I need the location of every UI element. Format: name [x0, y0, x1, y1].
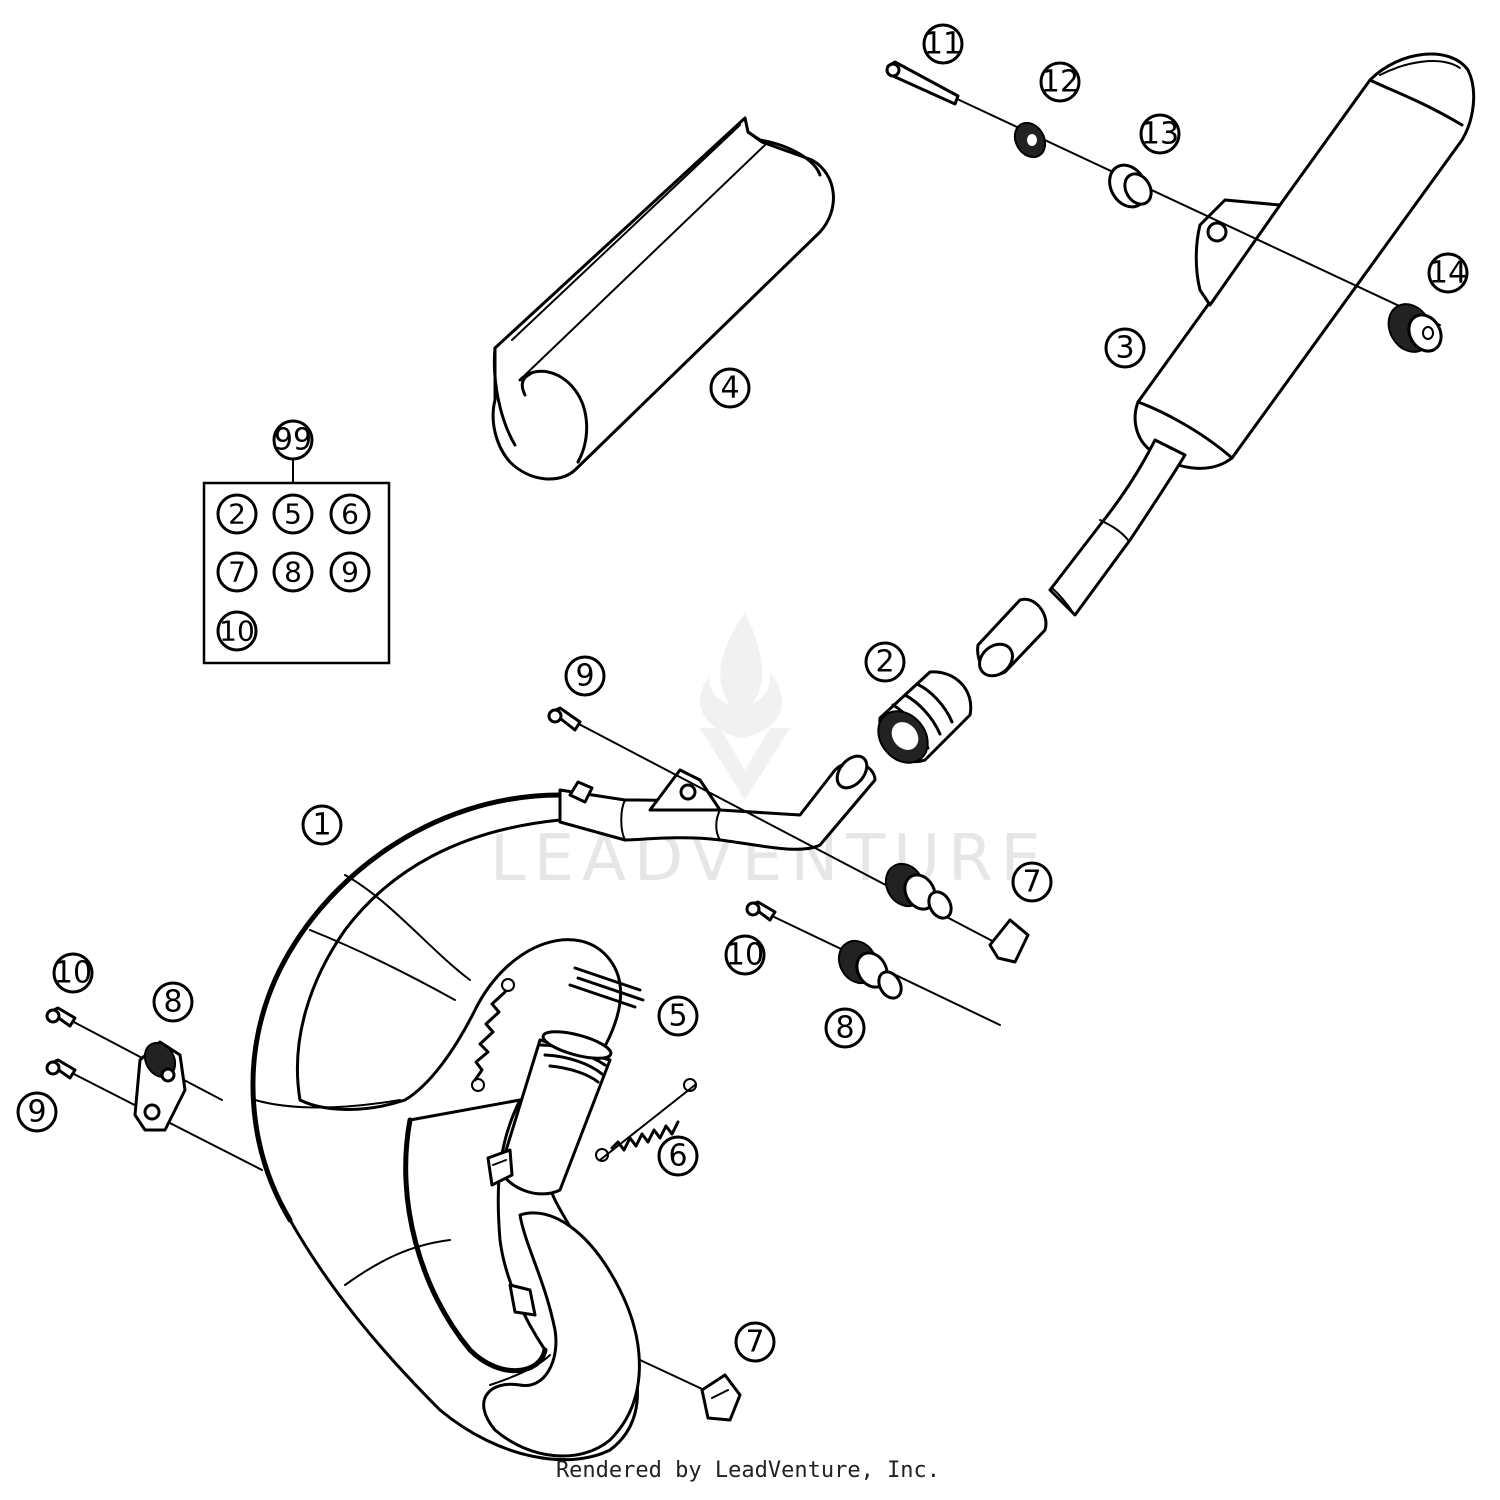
silencer-hardware: [885, 60, 1443, 353]
svg-text:9: 9: [341, 556, 359, 589]
part-6-spring: [595, 1078, 697, 1162]
svg-text:7: 7: [1022, 865, 1041, 900]
svg-text:13: 13: [1141, 117, 1179, 152]
svg-text:8: 8: [284, 556, 302, 589]
middle-mount-hardware: [745, 900, 1001, 1026]
svg-text:5: 5: [284, 498, 302, 531]
svg-text:8: 8: [835, 1011, 854, 1046]
svg-text:8: 8: [163, 985, 182, 1020]
kit-item: 5: [272, 493, 314, 535]
svg-text:5: 5: [668, 999, 687, 1034]
callout-3: 3: [1104, 327, 1146, 369]
callout-8-middle: 8: [824, 1007, 866, 1049]
part-3-silencer: [976, 52, 1476, 678]
callout-1: 1: [301, 804, 343, 846]
kit-item: 8: [272, 551, 314, 593]
svg-text:4: 4: [720, 371, 739, 406]
lower-clip: [639, 1359, 742, 1422]
upper-mount-hardware: [547, 706, 1030, 964]
kit-99-callout: 99: [274, 423, 312, 458]
svg-text:10: 10: [54, 956, 92, 991]
svg-text:3: 3: [1115, 331, 1134, 366]
svg-text:10: 10: [726, 938, 764, 973]
callout-10-left: 10: [52, 952, 94, 994]
kit-item: 6: [329, 493, 371, 535]
svg-text:14: 14: [1429, 256, 1467, 291]
svg-text:12: 12: [1041, 65, 1079, 100]
svg-text:7: 7: [228, 556, 246, 589]
svg-text:9: 9: [27, 1095, 46, 1130]
footer-credit: Rendered by LeadVenture, Inc.: [556, 1458, 940, 1483]
kit-item: 7: [216, 551, 258, 593]
callout-13: 13: [1139, 113, 1181, 155]
svg-text:2: 2: [228, 498, 246, 531]
callout-14: 14: [1427, 252, 1469, 294]
callout-11: 11: [922, 23, 964, 65]
callout-8-left: 8: [152, 981, 194, 1023]
left-mount-hardware: [45, 1006, 263, 1171]
callout-7-upper: 7: [1011, 861, 1053, 903]
chamber-spring: [471, 978, 515, 1092]
callout-9-left: 9: [16, 1091, 58, 1133]
callout-5: 5: [657, 995, 699, 1037]
callout-6: 6: [657, 1135, 699, 1177]
kit-item: 10: [216, 610, 258, 652]
callout-10-middle: 10: [724, 934, 766, 976]
part-4-heat-shield: [491, 116, 835, 481]
part-1-expansion-chamber: [250, 754, 877, 1462]
svg-text:11: 11: [924, 27, 962, 62]
part-2-connector: [877, 670, 973, 764]
svg-text:6: 6: [668, 1139, 687, 1174]
chamber-clip: [486, 1148, 514, 1187]
svg-text:7: 7: [745, 1325, 764, 1360]
watermark: LEADVENTURE: [490, 612, 1041, 896]
svg-text:9: 9: [575, 659, 594, 694]
callout-7-lower: 7: [734, 1321, 776, 1363]
kit-item: 2: [216, 493, 258, 535]
flame-logo-icon: [700, 612, 790, 800]
kit-99-group: 99 2 5 6 7 8 9 10: [202, 419, 391, 665]
callout-12: 12: [1039, 61, 1081, 103]
callout-9-upper: 9: [564, 655, 606, 697]
callout-2: 2: [864, 641, 906, 683]
callout-4: 4: [709, 367, 751, 409]
svg-text:2: 2: [875, 645, 894, 680]
svg-text:6: 6: [341, 498, 359, 531]
svg-text:10: 10: [219, 615, 255, 648]
svg-text:1: 1: [312, 808, 331, 843]
part-5-bars: [568, 966, 645, 1009]
kit-item: 9: [329, 551, 371, 593]
